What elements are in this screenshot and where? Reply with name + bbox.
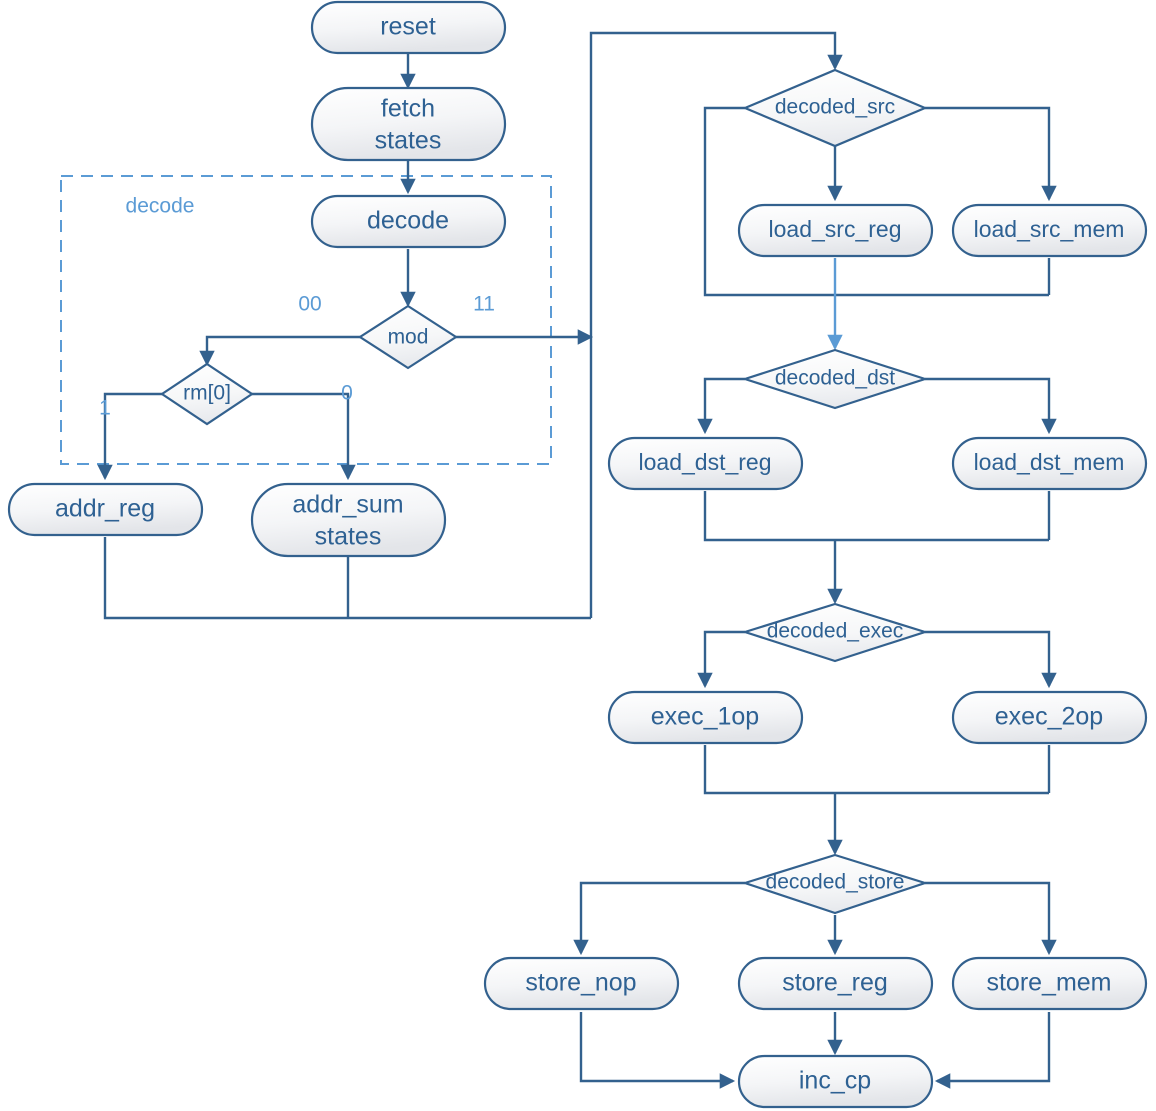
edge-exec-merge-rail <box>703 745 1049 795</box>
node-fetch-states-label-line2: states <box>375 127 442 155</box>
node-load-src-mem[interactable]: load_src_mem <box>951 203 1148 258</box>
node-load-dst-mem-shape[interactable] <box>951 436 1148 491</box>
node-store-reg-label: store_reg <box>782 969 888 997</box>
node-load-src-reg-label: load_src_reg <box>769 216 902 242</box>
edge-mod-00-to-rm0 <box>199 335 361 367</box>
node-store-nop-shape[interactable] <box>483 956 680 1011</box>
edge-rm0-1-to-addr-reg <box>97 392 163 481</box>
decision-decoded-src[interactable]: decoded_src <box>742 68 928 148</box>
edge-addr-reg-to-merge <box>103 537 591 620</box>
node-addr-reg-shape[interactable] <box>7 482 204 537</box>
node-store-nop-label: store_nop <box>525 969 636 997</box>
decision-decoded-dst-shape[interactable] <box>741 348 929 410</box>
decision-decoded-dst-label: decoded_dst <box>775 367 895 390</box>
node-decode-label: decode <box>367 207 449 235</box>
edge-store-mem-to-inc-cp <box>934 1012 1051 1089</box>
decision-mod-label: mod <box>388 326 429 349</box>
decision-decoded-dst[interactable]: decoded_dst <box>741 348 929 410</box>
edge-load-dst-merge-rail <box>703 491 1049 542</box>
edge-decoded-store-to-store-nop <box>573 881 745 956</box>
edge-decoded-dst-to-load-dst-mem <box>925 377 1057 435</box>
node-addr-sum-states[interactable]: addr_sum states <box>250 482 447 558</box>
node-exec-1op[interactable]: exec_1op <box>607 690 804 745</box>
node-store-mem[interactable]: store_mem <box>951 956 1148 1011</box>
decision-decoded-exec[interactable]: decoded_exec <box>741 602 929 663</box>
node-load-src-mem-label: load_src_mem <box>974 216 1125 242</box>
edge-label-mod-00: 00 <box>298 293 321 316</box>
node-load-dst-mem[interactable]: load_dst_mem <box>951 436 1148 491</box>
decision-decoded-exec-shape[interactable] <box>741 602 929 663</box>
decision-mod[interactable]: mod <box>357 304 459 370</box>
edge-decoded-src-left-rail <box>703 106 1049 297</box>
node-addr-reg[interactable]: addr_reg <box>7 482 204 537</box>
decision-decoded-store-shape[interactable] <box>741 853 929 915</box>
decision-decoded-store[interactable]: decoded_store <box>741 853 929 915</box>
node-reset-shape[interactable] <box>310 0 507 55</box>
decision-rm0[interactable]: rm[0] <box>160 362 254 426</box>
decode-group-label: decode <box>126 195 195 218</box>
node-exec-1op-shape[interactable] <box>607 690 804 745</box>
node-store-nop[interactable]: store_nop <box>483 956 680 1011</box>
decision-decoded-store-label: decoded_store <box>766 871 905 894</box>
node-load-dst-reg[interactable]: load_dst_reg <box>607 436 804 491</box>
edge-decoded-exec-to-exec-2op <box>925 630 1057 689</box>
node-reset-label: reset <box>380 13 436 41</box>
node-load-src-reg[interactable]: load_src_reg <box>737 203 934 258</box>
edge-decoded-store-to-store-mem <box>925 881 1057 956</box>
node-fetch-states-shape[interactable] <box>310 86 507 162</box>
node-exec-2op[interactable]: exec_2op <box>951 690 1148 745</box>
node-decode-shape[interactable] <box>310 194 507 249</box>
node-load-dst-mem-label: load_dst_mem <box>974 449 1125 475</box>
node-addr-sum-label-line1: addr_sum <box>292 491 403 519</box>
node-load-dst-reg-label: load_dst_reg <box>639 449 772 475</box>
node-load-src-reg-shape[interactable] <box>737 203 934 258</box>
node-exec-1op-label: exec_1op <box>651 703 759 731</box>
node-decode[interactable]: decode <box>310 194 507 249</box>
node-exec-2op-label: exec_2op <box>995 703 1103 731</box>
node-addr-sum-label-line2: states <box>315 523 382 551</box>
node-addr-reg-label: addr_reg <box>55 495 155 523</box>
node-addr-sum-states-shape[interactable] <box>250 482 447 558</box>
edge-loop-back-to-decoded-src <box>589 31 843 618</box>
node-store-reg[interactable]: store_reg <box>737 956 934 1011</box>
edge-label-rm0-1: 1 <box>99 397 111 420</box>
edge-store-nop-to-inc-cp <box>579 1012 736 1089</box>
decision-rm0-label: rm[0] <box>183 382 231 405</box>
node-load-dst-reg-shape[interactable] <box>607 436 804 491</box>
decision-mod-shape[interactable] <box>357 304 459 370</box>
decision-decoded-src-label: decoded_src <box>775 96 895 119</box>
node-inc-cp[interactable]: inc_cp <box>737 1054 934 1109</box>
edge-decoded-src-to-load-src-mem <box>925 106 1057 202</box>
edge-decoded-dst-to-load-dst-reg <box>697 377 745 435</box>
node-store-mem-label: store_mem <box>986 969 1111 997</box>
node-fetch-states[interactable]: fetch states <box>310 86 507 162</box>
node-load-src-mem-shape[interactable] <box>951 203 1148 258</box>
edge-rm0-0-to-addr-sum <box>251 392 356 481</box>
node-fetch-states-label-line1: fetch <box>381 95 435 123</box>
decision-rm0-shape[interactable] <box>160 362 254 426</box>
decode-group-box <box>60 175 552 465</box>
node-inc-cp-shape[interactable] <box>737 1054 934 1109</box>
node-exec-2op-shape[interactable] <box>951 690 1148 745</box>
node-store-reg-shape[interactable] <box>737 956 934 1011</box>
node-reset[interactable]: reset <box>310 0 507 55</box>
node-store-mem-shape[interactable] <box>951 956 1148 1011</box>
edge-decoded-exec-to-exec-1op <box>697 630 745 689</box>
decision-decoded-exec-label: decoded_exec <box>767 620 904 643</box>
node-inc-cp-label: inc_cp <box>799 1067 871 1095</box>
decision-decoded-src-shape[interactable] <box>742 68 928 148</box>
edge-label-rm0-0: 0 <box>341 382 353 405</box>
edge-label-mod-11: 11 <box>473 293 495 316</box>
